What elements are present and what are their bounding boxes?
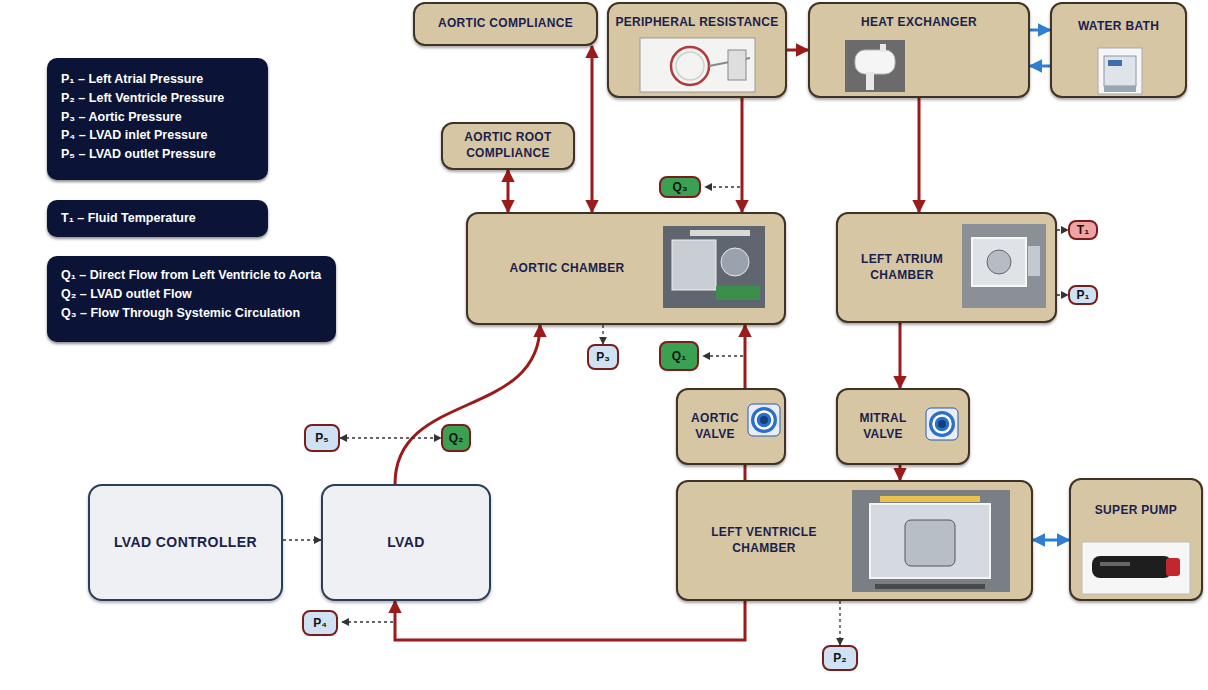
box-label: PERIPHERAL RESISTANCE <box>615 15 778 31</box>
flow-connector <box>1030 29 1050 32</box>
sensor-pill: P₁ <box>1068 285 1098 305</box>
sensor-pill: P₃ <box>587 344 619 370</box>
component-box: AORTIC ROOT COMPLIANCE <box>441 122 575 170</box>
legend-key-box: P₁ – Left Atrial PressureP₂ – Left Ventr… <box>47 58 268 180</box>
legend-key-box: Q₁ – Direct Flow from Left Ventricle to … <box>47 256 336 342</box>
key-text: Q₁ – Direct Flow from Left Ventricle to … <box>61 266 321 285</box>
key-text: T₁ – Fluid Temperature <box>61 209 196 228</box>
flow-connector <box>1030 65 1050 68</box>
chamber-box: LEFT ATRIUM CHAMBER <box>836 212 1057 323</box>
box-label: LVAD <box>387 533 425 551</box>
valve-box: MITRAL VALVE <box>836 388 970 465</box>
sensor-pill: T₁ <box>1068 220 1098 240</box>
sensor-label: P₄ <box>313 616 327 630</box>
sensor-label: P₃ <box>596 350 610 364</box>
box-label: AORTIC ROOT COMPLIANCE <box>447 130 569 161</box>
key-text: Q₃ – Flow Through Systemic Circulation <box>61 304 300 323</box>
valve-box: AORTIC VALVE <box>676 388 786 465</box>
key-text: P₅ – LVAD outlet Pressure <box>61 145 216 164</box>
box-label: WATER BATH <box>1078 19 1159 35</box>
box-label: LVAD CONTROLLER <box>114 533 257 551</box>
signal-connector <box>340 437 441 438</box>
chamber-box: LEFT VENTRICLE CHAMBER <box>676 480 1033 601</box>
component-box: PERIPHERAL RESISTANCE <box>607 2 787 98</box>
flow-connector <box>899 323 902 388</box>
leader-line <box>703 355 743 356</box>
flow-connector <box>899 465 902 480</box>
flow-connector <box>395 601 745 640</box>
box-label: LEFT ATRIUM CHAMBER <box>844 252 960 283</box>
flow-connector <box>744 325 747 388</box>
box-label: AORTIC VALVE <box>682 411 748 442</box>
box-label: MITRAL VALVE <box>842 411 924 442</box>
key-text: P₂ – Left Ventricle Pressure <box>61 89 224 108</box>
key-text: P₁ – Left Atrial Pressure <box>61 70 203 89</box>
flow-connector <box>507 170 510 212</box>
signal-connector <box>1057 229 1068 230</box>
key-text: P₃ – Aortic Pressure <box>61 108 182 127</box>
sensor-pill: Q₁ <box>659 341 699 371</box>
flow-connector <box>744 465 747 480</box>
flow-connector <box>1033 539 1069 542</box>
sensor-pill: P₄ <box>302 610 338 636</box>
box-label: AORTIC CHAMBER <box>510 261 625 277</box>
sensor-pill: P₅ <box>304 424 340 452</box>
signal-connector <box>1057 294 1068 295</box>
sensor-pill: Q₃ <box>659 176 701 198</box>
sensor-label: P₂ <box>833 651 846 665</box>
flow-connector <box>741 98 744 212</box>
sensor-pill: Q₂ <box>441 424 471 452</box>
key-text: P₄ – LVAD inlet Pressure <box>61 126 208 145</box>
flow-connector <box>787 49 808 52</box>
flow-connector <box>395 325 540 484</box>
sensor-label: Q₂ <box>449 431 464 445</box>
component-box: AORTIC COMPLIANCE <box>413 2 598 46</box>
component-box: HEAT EXCHANGER <box>808 2 1030 98</box>
box-label: HEAT EXCHANGER <box>861 15 977 31</box>
flow-connector <box>591 46 594 212</box>
sensor-label: P₁ <box>1077 288 1090 302</box>
device-box: LVAD CONTROLLER <box>88 484 283 601</box>
sensor-label: T₁ <box>1077 223 1089 237</box>
component-box: SUPER PUMP <box>1069 478 1203 601</box>
component-box: WATER BATH <box>1050 2 1187 98</box>
signal-connector <box>602 325 603 344</box>
sensor-label: Q₁ <box>672 349 686 363</box>
box-label: SUPER PUMP <box>1095 503 1177 519</box>
chamber-box: AORTIC CHAMBER <box>466 212 786 325</box>
signal-connector <box>839 601 840 645</box>
flow-connector <box>918 98 921 212</box>
signal-connector <box>283 539 321 540</box>
device-box: LVAD <box>321 484 491 601</box>
box-label: LEFT VENTRICLE CHAMBER <box>684 525 844 556</box>
sensor-pill: P₂ <box>822 645 858 671</box>
sensor-label: Q₃ <box>673 180 688 194</box>
box-label: AORTIC COMPLIANCE <box>438 16 573 32</box>
leader-line <box>342 621 393 622</box>
sensor-label: P₅ <box>315 431 329 445</box>
key-text: Q₂ – LVAD outlet Flow <box>61 285 192 304</box>
leader-line <box>705 186 740 187</box>
legend-key-box: T₁ – Fluid Temperature <box>47 200 268 237</box>
